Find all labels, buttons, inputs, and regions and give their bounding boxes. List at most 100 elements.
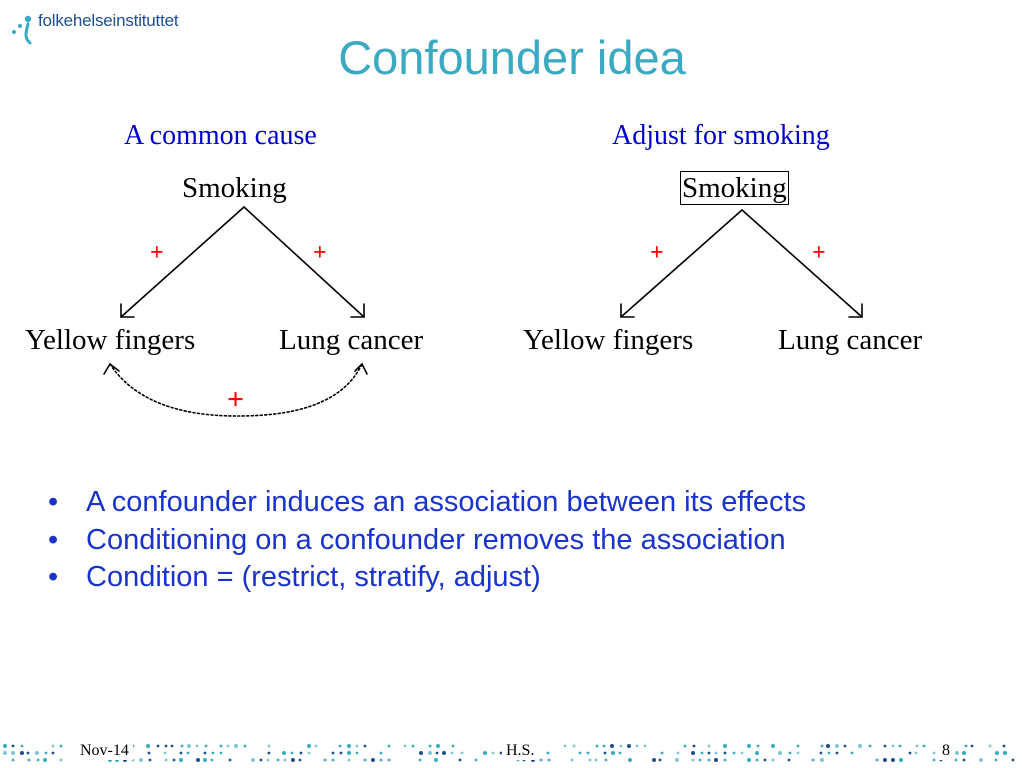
footer-dot	[914, 751, 918, 755]
footer-dot	[3, 744, 7, 748]
footer-dot	[156, 744, 160, 748]
footer-dot	[970, 744, 974, 748]
logo-dot	[18, 24, 22, 28]
footer-dot	[732, 751, 736, 755]
footer-dot	[698, 758, 702, 762]
footer-dot	[27, 758, 31, 762]
footer-dot	[603, 751, 607, 755]
footer-dot	[411, 744, 415, 748]
footer-dot	[203, 758, 207, 762]
footer-dot	[588, 758, 592, 762]
footer-dot	[179, 758, 183, 762]
footer-dot	[203, 751, 207, 755]
footer-dot	[714, 751, 718, 755]
footer-dot	[282, 751, 286, 755]
footer-dot	[210, 758, 214, 762]
right-yellow-fingers-node: Yellow fingers	[523, 324, 694, 356]
left-path-sign: +	[150, 240, 164, 266]
footer-dot	[338, 744, 342, 748]
left-lung-cancer-node: Lung cancer	[279, 324, 424, 356]
footer-dot	[418, 758, 422, 762]
footer-dot	[451, 744, 455, 748]
footer-dot	[234, 744, 238, 748]
footer-dot	[20, 744, 24, 748]
footer-dot	[604, 758, 608, 762]
footer-dot	[908, 751, 912, 755]
footer-dot	[875, 758, 879, 762]
institute-logo	[12, 15, 32, 45]
footer-dot	[59, 744, 63, 748]
footer-dot	[796, 751, 800, 755]
footer-dot	[147, 751, 151, 755]
footer-dot	[707, 751, 711, 755]
footer-dot	[883, 744, 887, 748]
footer-dot	[883, 758, 887, 762]
footer-dot	[491, 751, 495, 755]
footer-dot	[428, 744, 432, 748]
footer-dot	[723, 744, 727, 748]
footer-dot	[323, 758, 327, 762]
footer-dot	[619, 744, 623, 748]
footer-dot	[932, 751, 936, 755]
footer-dot	[11, 758, 15, 762]
footer-dot	[243, 744, 247, 748]
footer-dot	[51, 751, 55, 755]
arrow-smoking-to-yellow-fingers	[120, 206, 245, 318]
footer-dot	[164, 758, 168, 762]
footer-dot	[180, 744, 184, 748]
footer-dot	[787, 758, 791, 762]
footer-dot	[635, 744, 639, 748]
footer-dot	[267, 744, 271, 748]
footer-dot	[314, 744, 318, 748]
footer-dot	[139, 758, 143, 762]
footer-dot	[1011, 758, 1015, 762]
footer-dot	[196, 758, 200, 762]
footer-dot	[707, 744, 711, 748]
footer-dot	[219, 751, 223, 755]
footer-dot	[371, 758, 375, 762]
footer-dot	[755, 758, 759, 762]
arrowhead	[848, 303, 863, 318]
bullet-text: Conditioning on a confounder removes the…	[86, 523, 786, 556]
footer-dot	[347, 758, 351, 762]
footer-dot	[891, 744, 895, 748]
arrowhead	[103, 362, 120, 375]
footer-dot	[195, 744, 199, 748]
footer-dot	[363, 744, 367, 748]
footer-dot	[643, 744, 647, 748]
footer-dot	[266, 758, 270, 762]
footer-dot	[259, 758, 263, 762]
footer-dot	[547, 758, 551, 762]
arrowhead	[350, 303, 365, 318]
footer-dot	[796, 744, 800, 748]
footer-dot	[11, 751, 15, 755]
footer-dot	[964, 744, 968, 748]
footer-dot	[979, 758, 983, 762]
logo-text[interactable]: folkehelseinstituttet	[38, 11, 179, 30]
footer-dot	[756, 744, 760, 748]
footer-dot	[267, 751, 271, 755]
footer-dot	[618, 751, 622, 755]
footer-dot	[755, 751, 759, 755]
footer-dot	[379, 751, 383, 755]
footer-dot	[499, 751, 503, 755]
footer-dot	[858, 744, 862, 748]
footer-dot	[714, 758, 718, 762]
footer-dot	[700, 751, 704, 755]
footer-dot	[763, 758, 767, 762]
footer-dot	[676, 751, 680, 755]
footer-dot	[170, 744, 174, 748]
footer-page-number: 8	[938, 742, 954, 760]
footer-dot	[428, 751, 432, 755]
footer-dot	[932, 758, 936, 762]
induced-association-sign: +	[227, 383, 245, 416]
footer-dot	[954, 758, 958, 762]
footer-dot	[460, 751, 464, 755]
bullet-item: •Condition = (restrict, stratify, adjust…	[48, 559, 806, 597]
bullet-item: •A confounder induces an association bet…	[48, 484, 806, 522]
right-smoking-node-boxed: Smoking	[680, 171, 789, 205]
footer-dot	[627, 744, 631, 748]
bullet-dot: •	[48, 561, 59, 593]
footer-dot	[44, 751, 48, 755]
footer-dot	[483, 751, 487, 755]
